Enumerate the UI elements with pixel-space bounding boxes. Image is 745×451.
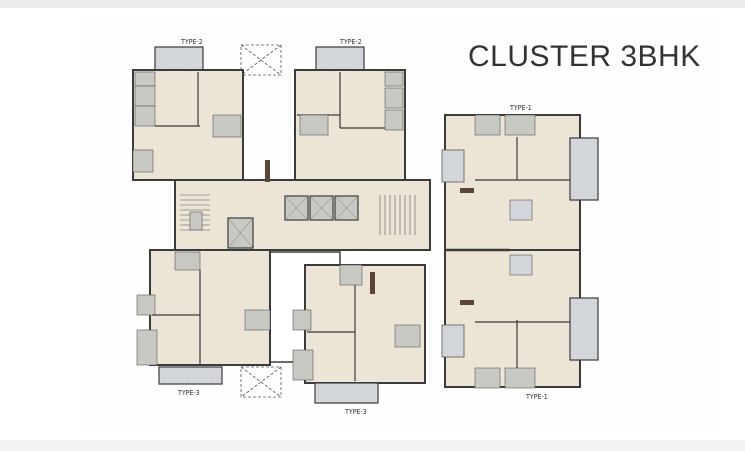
unit-type3-bottom-middle [292, 264, 426, 404]
type-label-bottom-left: TYPE-3 [178, 389, 200, 397]
type-label-right-bottom: TYPE-1 [526, 393, 548, 401]
plan-title: CLUSTER 3BHK [468, 40, 701, 73]
unit-type2-top-left [132, 46, 244, 181]
kitchen-walls [265, 160, 474, 305]
type-label-right-top: TYPE-1 [510, 104, 532, 112]
unit-type1-right-top [441, 114, 599, 251]
refuge-area-bottom [240, 366, 282, 398]
unit-type2-top-middle [294, 46, 406, 181]
type-label-top-left: TYPE-2 [181, 38, 203, 46]
type-label-top-middle: TYPE-2 [340, 38, 362, 46]
type-label-bottom-middle: TYPE-3 [345, 408, 367, 416]
refuge-area-top [240, 44, 282, 76]
unit-type3-bottom-left [136, 249, 271, 385]
unit-type1-right-bottom [441, 248, 599, 389]
